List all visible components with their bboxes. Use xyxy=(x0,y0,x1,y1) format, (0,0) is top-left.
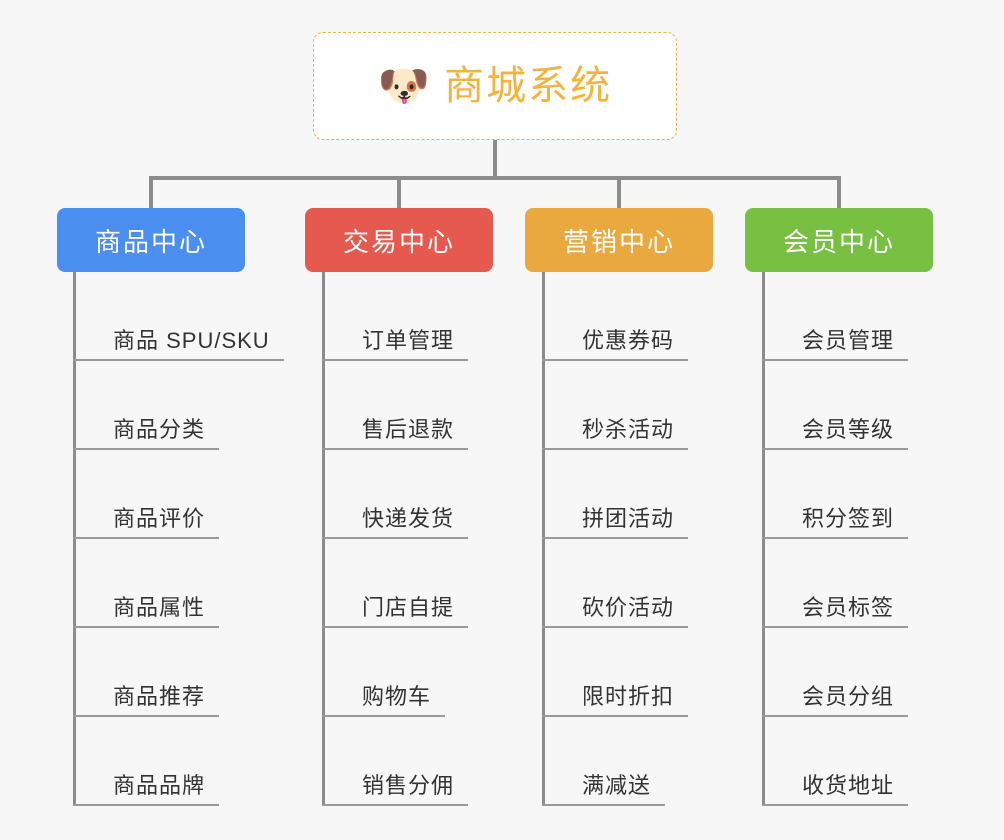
branch-drop-connector-product-center xyxy=(149,176,153,208)
leaf-item-label: 商品品牌 xyxy=(113,773,206,798)
leaf-item-underline xyxy=(542,448,689,450)
leaf-item-label: 商品 SPU/SKU xyxy=(113,328,270,353)
leaf-item-underline xyxy=(542,359,689,361)
leaf-item-underline xyxy=(762,626,909,628)
leaf-item-label: 会员标签 xyxy=(802,595,895,620)
leaf-item-label: 订单管理 xyxy=(362,328,455,353)
leaf-item[interactable]: 售后退款 xyxy=(322,361,469,450)
branch-header-member-center[interactable]: 会员中心 xyxy=(745,208,933,272)
leaf-item-label: 购物车 xyxy=(362,684,432,709)
leaf-item[interactable]: 商品推荐 xyxy=(73,628,220,717)
leaf-item-underline xyxy=(322,804,469,806)
leaf-item-underline xyxy=(322,359,469,361)
leaf-spine-connector-marketing-center xyxy=(542,272,545,806)
leaf-item[interactable]: 商品分类 xyxy=(73,361,220,450)
leaf-item-underline xyxy=(762,359,909,361)
leaf-item[interactable]: 满减送 xyxy=(542,717,666,806)
leaf-item-label: 快递发货 xyxy=(362,506,455,531)
leaf-item[interactable]: 购物车 xyxy=(322,628,446,717)
leaf-item[interactable]: 优惠券码 xyxy=(542,272,689,361)
leaf-item-underline xyxy=(73,715,220,717)
branch-drop-connector-member-center xyxy=(837,176,841,208)
leaf-spine-connector-member-center xyxy=(762,272,765,806)
leaf-item-label: 砍价活动 xyxy=(582,595,675,620)
leaf-item-label: 会员等级 xyxy=(802,417,895,442)
leaf-item[interactable]: 商品属性 xyxy=(73,539,220,628)
leaf-item-label: 商品推荐 xyxy=(113,684,206,709)
branch-header-marketing-center[interactable]: 营销中心 xyxy=(525,208,713,272)
leaf-item[interactable]: 会员管理 xyxy=(762,272,909,361)
leaf-item[interactable]: 砍价活动 xyxy=(542,539,689,628)
leaf-item-label: 优惠券码 xyxy=(582,328,675,353)
leaf-item[interactable]: 商品 SPU/SKU xyxy=(73,272,284,361)
leaf-item-underline xyxy=(542,715,689,717)
leaf-item[interactable]: 快递发货 xyxy=(322,450,469,539)
leaf-item-underline xyxy=(762,537,909,539)
leaf-item[interactable]: 收货地址 xyxy=(762,717,909,806)
leaf-item-label: 商品属性 xyxy=(113,595,206,620)
leaf-item[interactable]: 会员标签 xyxy=(762,539,909,628)
leaf-item-underline xyxy=(322,537,469,539)
leaf-item[interactable]: 商品评价 xyxy=(73,450,220,539)
leaf-item[interactable]: 会员等级 xyxy=(762,361,909,450)
leaf-item-underline xyxy=(542,626,689,628)
leaf-item-label: 会员管理 xyxy=(802,328,895,353)
leaf-item[interactable]: 商品品牌 xyxy=(73,717,220,806)
leaf-item-label: 满减送 xyxy=(582,773,652,798)
branch-bus-connector xyxy=(150,176,838,180)
leaf-item[interactable]: 限时折扣 xyxy=(542,628,689,717)
leaf-item-label: 会员分组 xyxy=(802,684,895,709)
leaf-item-label: 商品评价 xyxy=(113,506,206,531)
leaf-item[interactable]: 门店自提 xyxy=(322,539,469,628)
leaf-spine-connector-product-center xyxy=(73,272,76,806)
leaf-item-underline xyxy=(322,715,446,717)
leaf-item-label: 门店自提 xyxy=(362,595,455,620)
leaf-item-label: 积分签到 xyxy=(802,506,895,531)
branch-header-trade-center[interactable]: 交易中心 xyxy=(305,208,493,272)
leaf-item-underline xyxy=(73,537,220,539)
leaf-item-underline xyxy=(322,626,469,628)
leaf-item-label: 秒杀活动 xyxy=(582,417,675,442)
leaf-item-underline xyxy=(73,359,284,361)
branch-drop-connector-marketing-center xyxy=(617,176,621,208)
leaf-item-underline xyxy=(762,448,909,450)
leaf-item-underline xyxy=(73,804,220,806)
leaf-item-underline xyxy=(542,804,666,806)
leaf-item[interactable]: 拼团活动 xyxy=(542,450,689,539)
leaf-item[interactable]: 销售分佣 xyxy=(322,717,469,806)
leaf-spine-connector-trade-center xyxy=(322,272,325,806)
leaf-item-label: 拼团活动 xyxy=(582,506,675,531)
leaf-item[interactable]: 秒杀活动 xyxy=(542,361,689,450)
leaf-item-underline xyxy=(322,448,469,450)
leaf-item-underline xyxy=(542,537,689,539)
leaf-item-label: 商品分类 xyxy=(113,417,206,442)
leaf-item-label: 售后退款 xyxy=(362,417,455,442)
branch-header-product-center[interactable]: 商品中心 xyxy=(57,208,245,272)
branch-drop-connector-trade-center xyxy=(397,176,401,208)
dog-face-icon: 🐶 xyxy=(377,61,431,110)
leaf-item-label: 收货地址 xyxy=(802,773,895,798)
leaf-item-label: 限时折扣 xyxy=(582,684,675,709)
root-stem-connector xyxy=(493,140,497,178)
leaf-item-underline xyxy=(73,448,220,450)
leaf-item[interactable]: 积分签到 xyxy=(762,450,909,539)
leaf-item-underline xyxy=(73,626,220,628)
root-title: 商城系统 xyxy=(444,64,613,108)
leaf-item[interactable]: 订单管理 xyxy=(322,272,469,361)
leaf-item-underline xyxy=(762,715,909,717)
leaf-item-underline xyxy=(762,804,909,806)
leaf-item[interactable]: 会员分组 xyxy=(762,628,909,717)
root-node[interactable]: 🐶 商城系统 xyxy=(313,32,677,140)
leaf-item-label: 销售分佣 xyxy=(362,773,455,798)
